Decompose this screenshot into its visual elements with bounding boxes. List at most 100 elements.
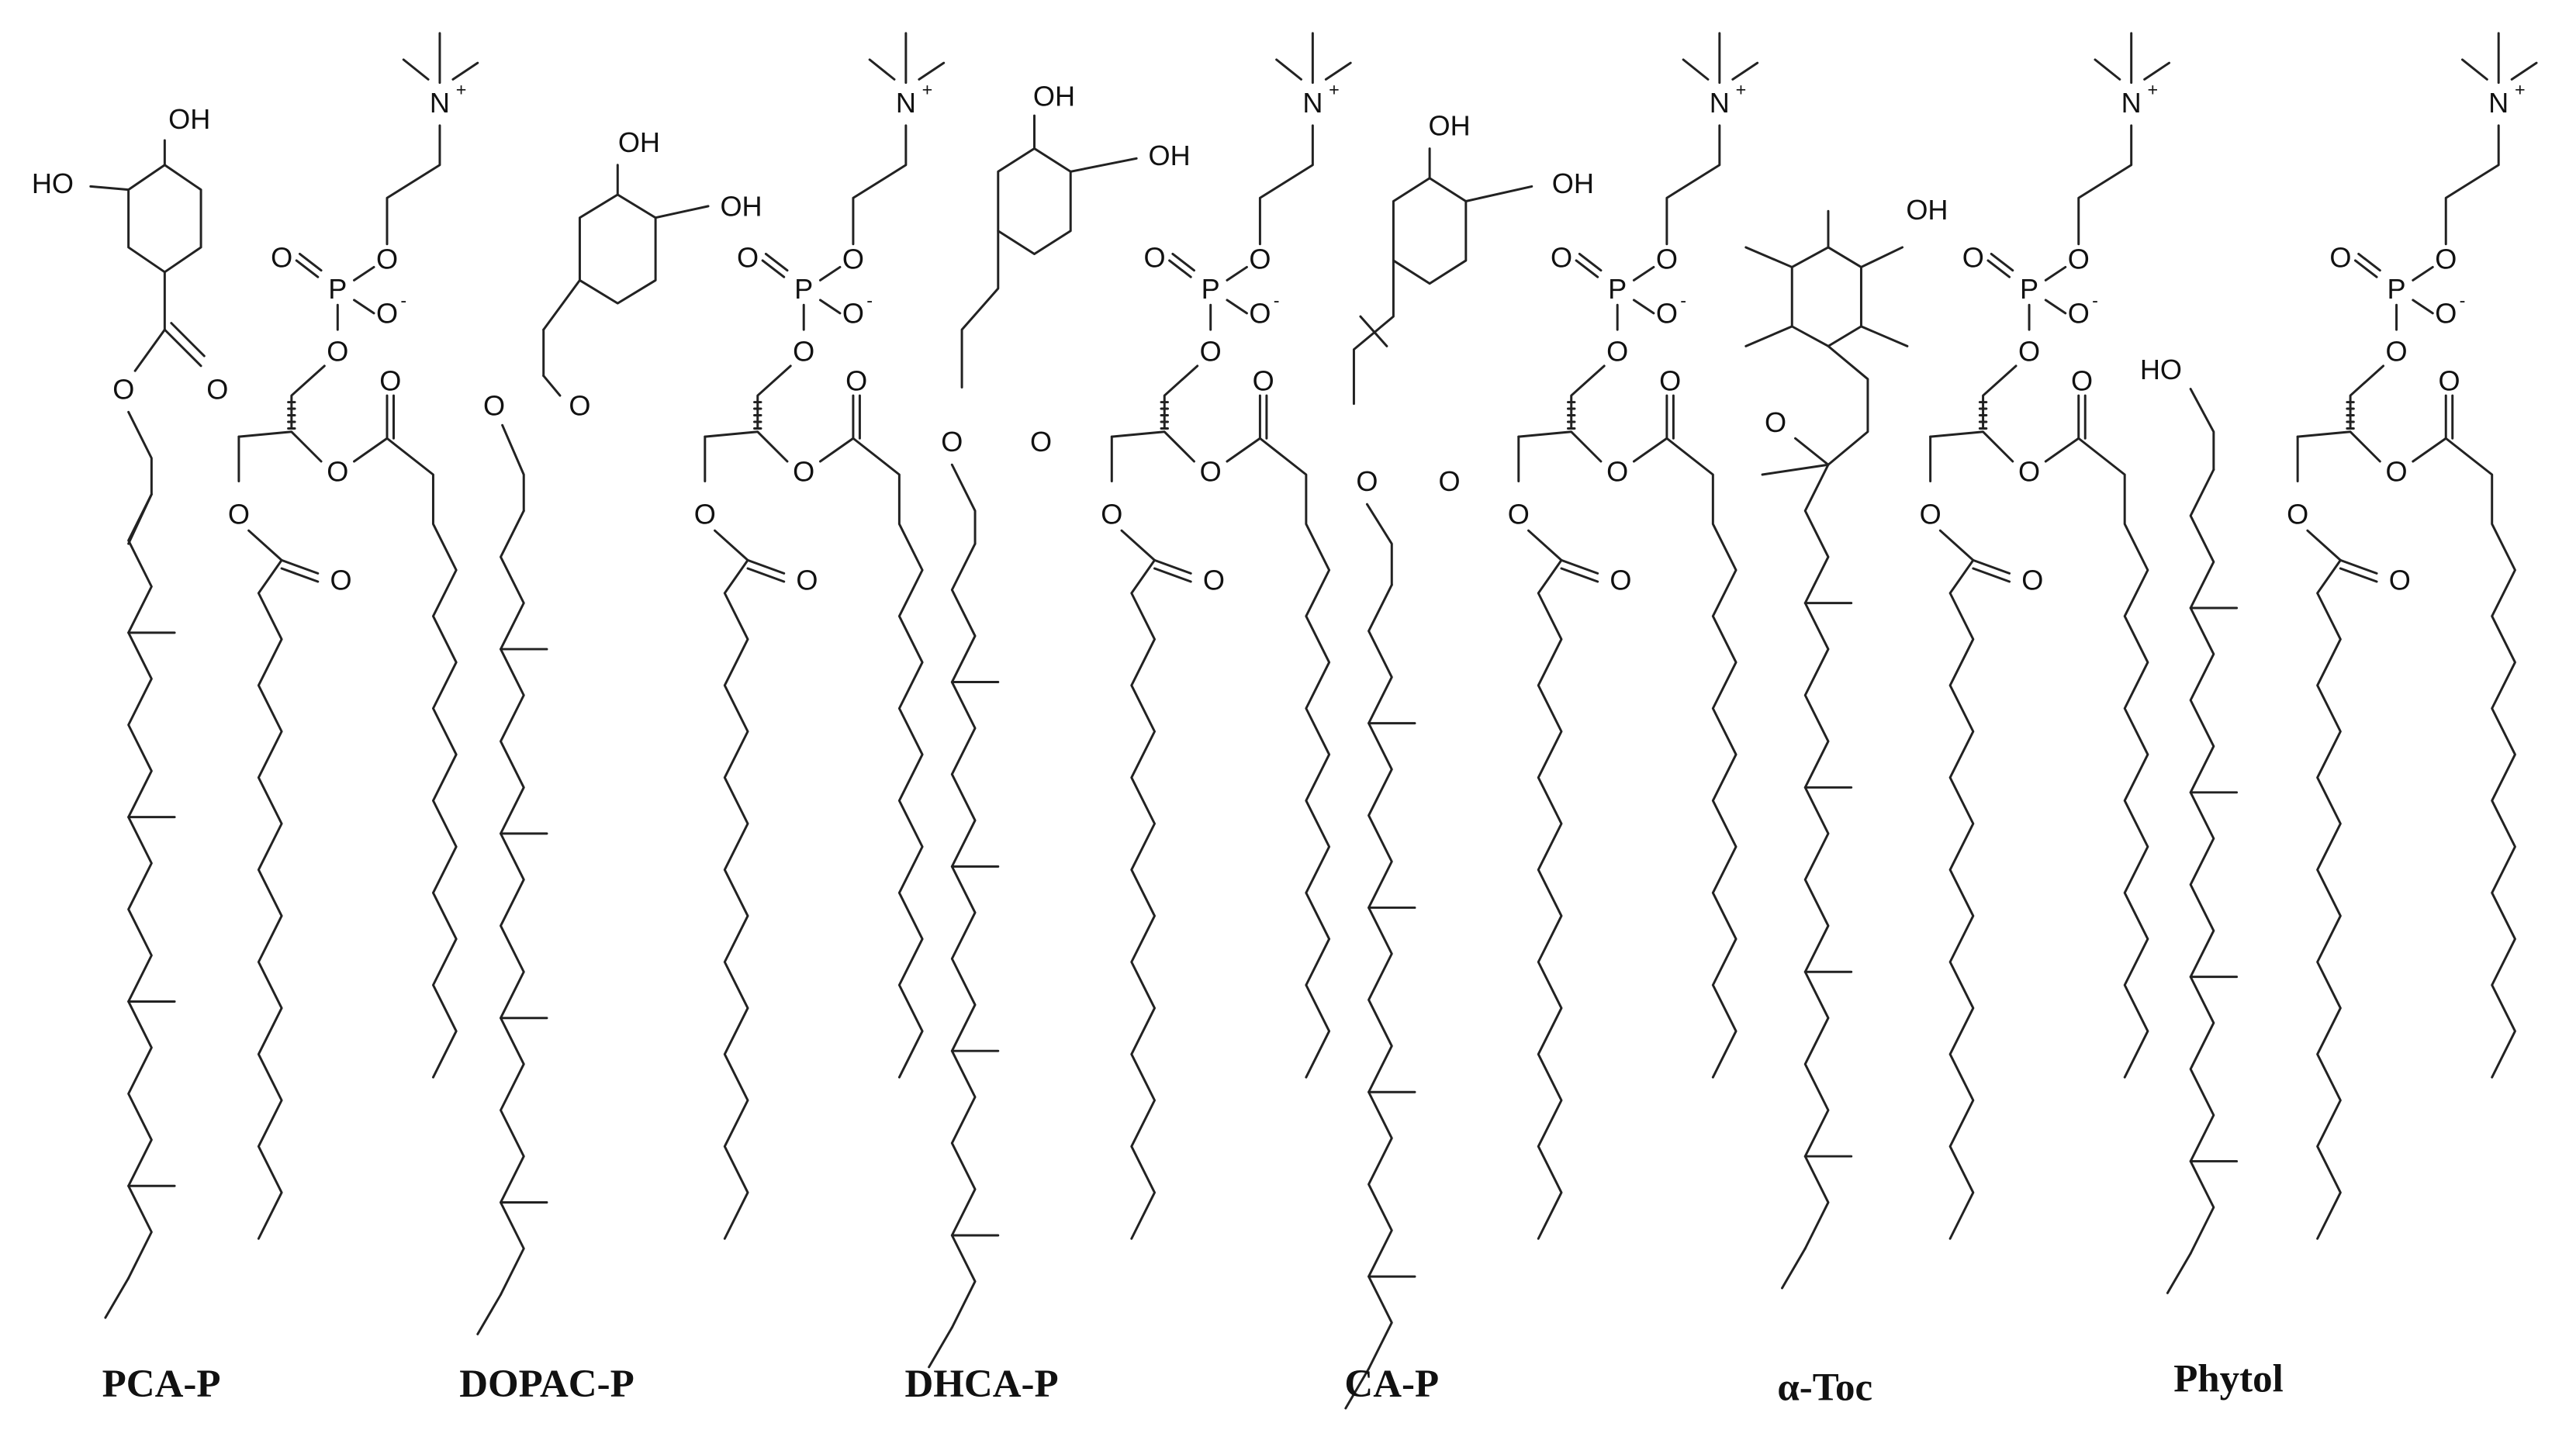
- atom-label: N: [2488, 87, 2509, 119]
- atom-label: O: [376, 298, 398, 330]
- atom-label: O: [1101, 499, 1122, 530]
- atom-label: O: [2068, 244, 2090, 275]
- compound-label-a-toc: α-Toc: [1777, 1366, 1872, 1409]
- atom-label: O: [842, 298, 864, 330]
- atom-label: +: [2147, 80, 2158, 100]
- atom-label: O: [1143, 241, 1165, 273]
- atom-label: -: [400, 290, 406, 310]
- compound-label-phytol: Phytol: [2173, 1358, 2284, 1401]
- atom-label: O: [376, 244, 398, 275]
- atom-label: HO: [32, 168, 74, 199]
- atom-label: O: [2435, 298, 2457, 330]
- atom-label: O: [2329, 241, 2351, 273]
- atom-label: N: [1710, 87, 1730, 119]
- atom-label: O: [694, 499, 716, 530]
- atom-label: O: [1962, 241, 1984, 273]
- atom-label: O: [737, 241, 759, 273]
- atom-label: O: [1606, 455, 1628, 487]
- atom-label: O: [1508, 499, 1530, 530]
- atom-label: O: [1249, 298, 1271, 330]
- atom-label: OH: [720, 191, 762, 223]
- atom-label: O: [1030, 426, 1052, 458]
- atom-label: O: [1610, 565, 1631, 596]
- atom-label: O: [2287, 499, 2308, 530]
- compound-label-dopac-p: DOPAC-P: [459, 1363, 634, 1406]
- atom-label: O: [271, 241, 292, 273]
- atom-label: OH: [168, 103, 210, 135]
- atom-label: O: [2386, 455, 2408, 487]
- atom-label: O: [2018, 335, 2040, 367]
- atom-label: O: [2386, 335, 2408, 367]
- atom-label: P: [328, 273, 347, 305]
- atom-label: O: [2071, 365, 2093, 397]
- atom-label: O: [112, 373, 134, 405]
- atom-label: O: [2018, 455, 2040, 487]
- atom-label: P: [1202, 273, 1220, 305]
- atom-label: O: [569, 390, 590, 422]
- compound-label-ca-p: CA-P: [1344, 1363, 1439, 1406]
- atom-label: O: [1920, 499, 1942, 530]
- atom-label: -: [2092, 290, 2098, 310]
- atom-label: N: [896, 87, 916, 119]
- atom-label: +: [922, 80, 933, 100]
- atom-label: +: [2515, 80, 2526, 100]
- atom-label: +: [456, 80, 467, 100]
- atom-label: O: [2438, 365, 2460, 397]
- atom-label: N: [1302, 87, 1323, 119]
- atom-label: O: [796, 565, 818, 596]
- atom-label: O: [1765, 406, 1786, 438]
- atom-label: OH: [1149, 140, 1191, 171]
- atom-label: O: [483, 390, 505, 422]
- atom-label: O: [330, 565, 352, 596]
- atom-label: N: [430, 87, 450, 119]
- atom-label: P: [794, 273, 813, 305]
- atom-label: O: [1606, 335, 1628, 367]
- atom-label: O: [1203, 565, 1225, 596]
- atom-label: +: [1736, 80, 1747, 100]
- atom-label: O: [1551, 241, 1572, 273]
- atom-label: O: [1656, 244, 1678, 275]
- atom-label: O: [206, 373, 228, 405]
- atom-label: O: [793, 335, 814, 367]
- atom-label: O: [1356, 465, 1378, 497]
- atom-label: O: [1200, 455, 1222, 487]
- atom-label: -: [1274, 290, 1280, 310]
- atom-label: O: [941, 426, 963, 458]
- atom-label: O: [1439, 465, 1461, 497]
- atom-label: O: [327, 455, 348, 487]
- atom-label: O: [1253, 365, 1274, 397]
- atom-label: O: [1200, 335, 1222, 367]
- atom-label: O: [2068, 298, 2090, 330]
- atom-label: O: [228, 499, 250, 530]
- atom-label: O: [2021, 565, 2043, 596]
- atom-label: O: [2435, 244, 2457, 275]
- atom-label: O: [842, 244, 864, 275]
- atom-label: +: [1329, 80, 1340, 100]
- atom-label: -: [1680, 290, 1686, 310]
- atom-label: O: [1656, 298, 1678, 330]
- atom-label: N: [2121, 87, 2142, 119]
- atom-label: P: [2020, 273, 2038, 305]
- atom-label: -: [2460, 290, 2466, 310]
- atom-label: O: [793, 455, 814, 487]
- atom-label: OH: [1552, 168, 1594, 199]
- atom-label: OH: [618, 126, 660, 158]
- atom-label: OH: [1033, 80, 1075, 112]
- atom-label: OH: [1429, 110, 1471, 142]
- compound-label-pca-p: PCA-P: [102, 1363, 221, 1406]
- atom-label: O: [1659, 365, 1681, 397]
- atom-label: OH: [1906, 194, 1948, 226]
- atom-label: O: [845, 365, 867, 397]
- atom-label: -: [866, 290, 873, 310]
- atom-label: O: [379, 365, 401, 397]
- compound-label-dhca-p: DHCA-P: [904, 1363, 1058, 1406]
- atom-label: HO: [2140, 354, 2182, 385]
